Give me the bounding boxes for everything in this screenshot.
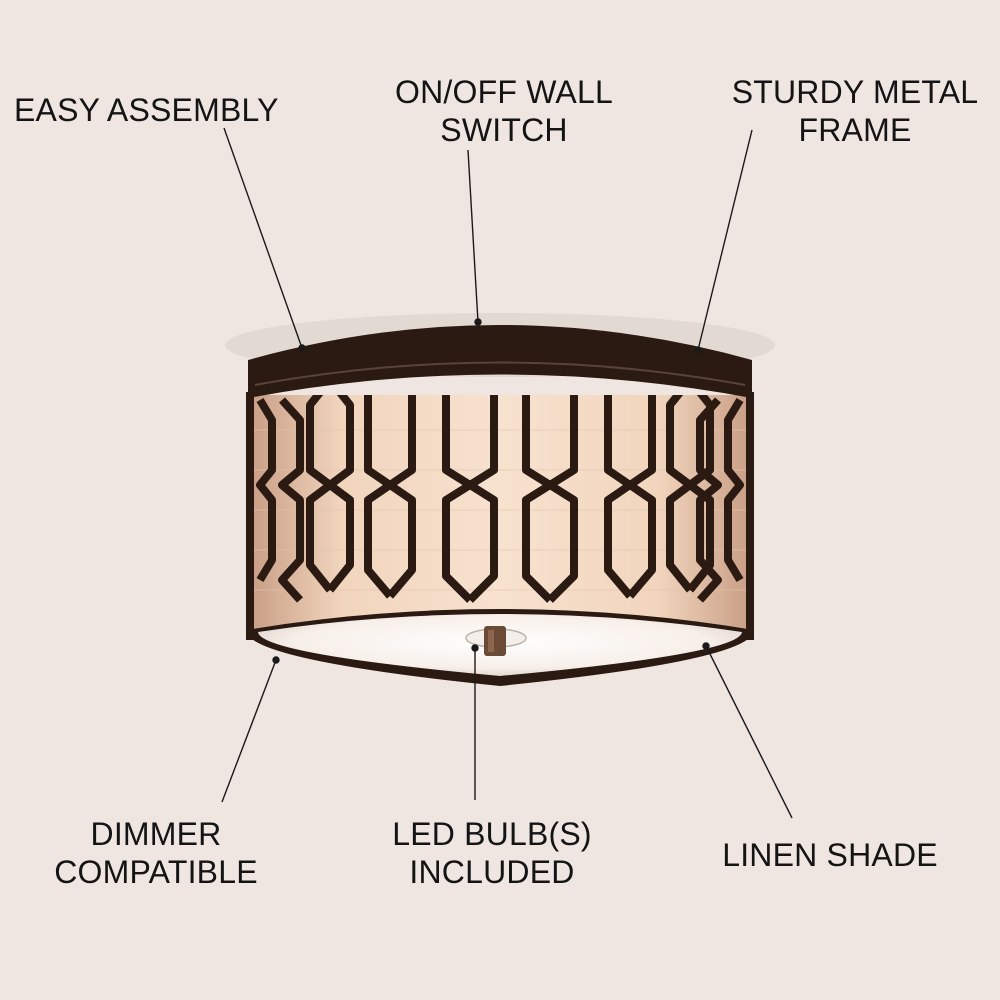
finial-knob — [484, 626, 506, 656]
callout-led-bulbs: LED BULB(S) INCLUDED — [378, 815, 606, 891]
callout-easy-assembly-line1: EASY ASSEMBLY — [14, 92, 279, 128]
callout-lines — [221, 127, 793, 819]
callout-metal-frame-line1: STURDY METAL — [731, 74, 979, 110]
lattice-pattern — [256, 395, 744, 603]
callout-dimmer: DIMMER COMPATIBLE — [40, 815, 272, 891]
callout-metal-frame-line2: FRAME — [798, 112, 912, 148]
callout-linen-shade-line1: LINEN SHADE — [722, 837, 938, 873]
frame-post-right — [746, 392, 754, 640]
callout-dimmer-line1: DIMMER — [90, 816, 222, 852]
callout-dimmer-line2: COMPATIBLE — [54, 854, 258, 890]
callout-led-bulbs-line1: LED BULB(S) — [392, 816, 592, 852]
drum-top-band — [247, 368, 753, 398]
callout-led-bulbs-line2: INCLUDED — [409, 854, 575, 890]
callout-wall-switch-line1: ON/OFF WALL — [395, 74, 613, 110]
callout-linen-shade: LINEN SHADE — [712, 836, 948, 874]
callout-wall-switch-line2: SWITCH — [440, 112, 568, 148]
frame-post-left — [246, 392, 254, 640]
canopy-rim-highlight — [254, 361, 746, 386]
callout-easy-assembly: EASY ASSEMBLY — [14, 91, 279, 129]
canopy-top — [248, 325, 752, 395]
callout-wall-switch: ON/OFF WALL SWITCH — [384, 73, 624, 149]
callout-metal-frame: STURDY METAL FRAME — [722, 73, 988, 149]
linen-shade-drum — [252, 395, 748, 648]
